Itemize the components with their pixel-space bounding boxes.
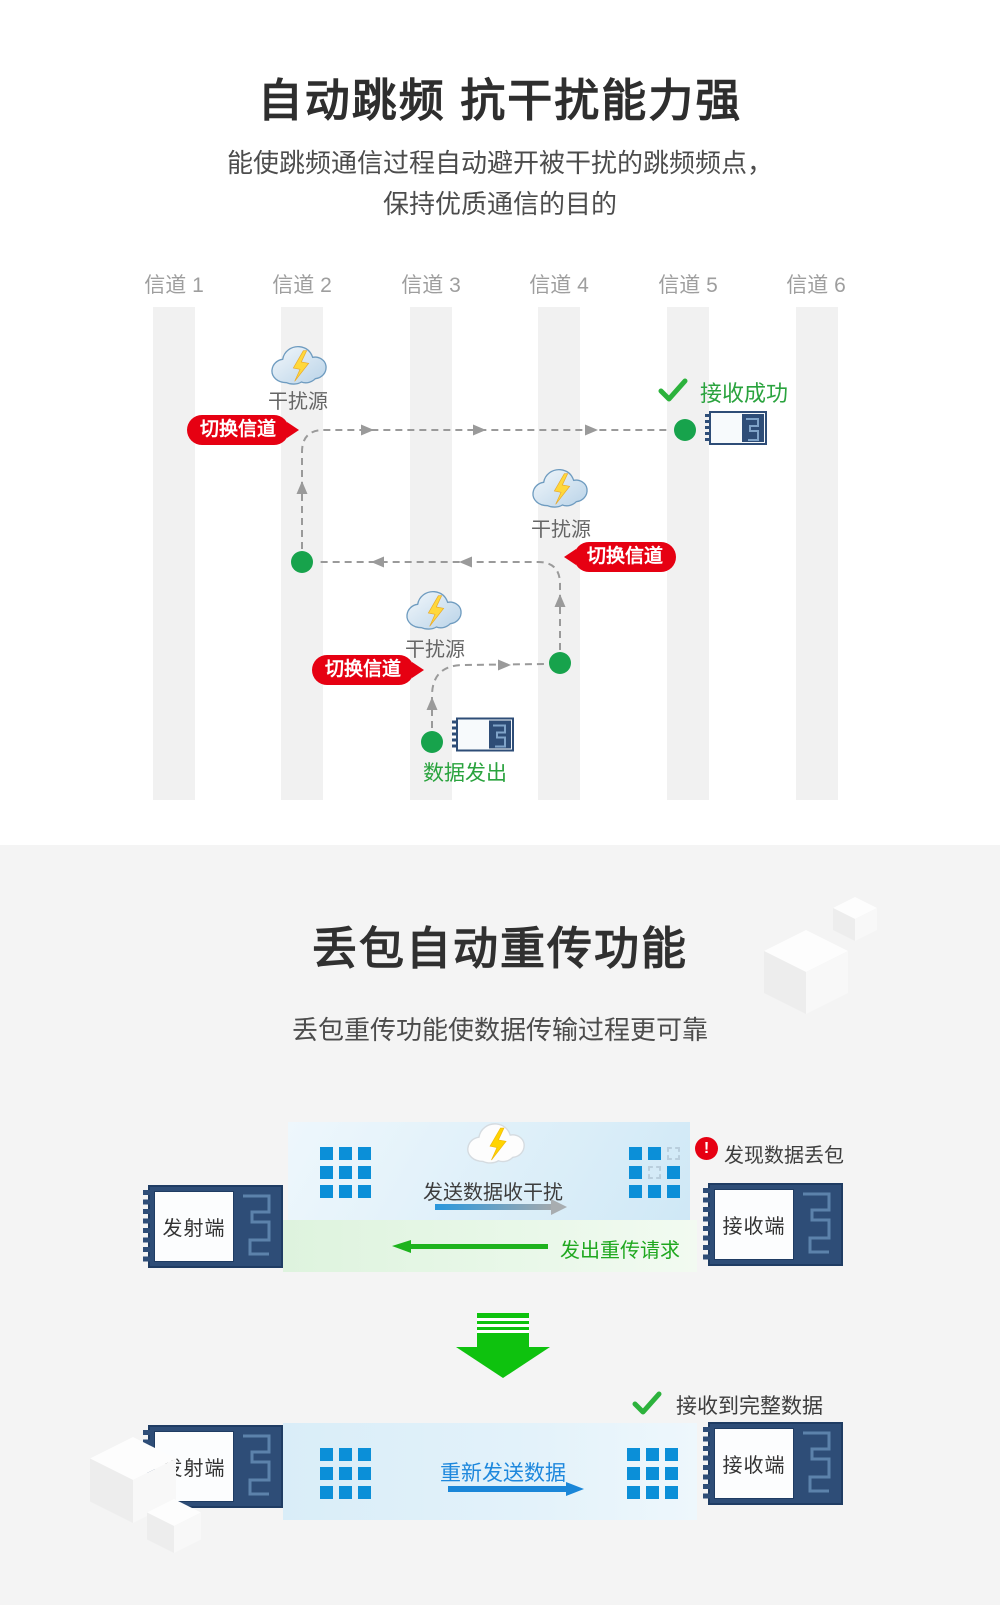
module-pins [703, 1427, 710, 1500]
switch-channel-badge-2: 切换信道 [574, 542, 677, 572]
interference-label-2: 干扰源 [531, 519, 591, 541]
channel-bar-6 [796, 307, 838, 800]
cube-decoration [764, 930, 848, 1014]
data-sent-label: 数据发出 [423, 762, 507, 785]
receiver-module: 接收端 [703, 1422, 843, 1505]
lost-packet-cell [648, 1166, 661, 1179]
switch-channel-badge-3: 切换信道 [312, 655, 415, 685]
receiver-module-label: 接收端 [714, 1189, 794, 1260]
channel-bar-3 [410, 307, 452, 800]
section1-subtitle-line2: 保持优质通信的目的 [382, 189, 617, 219]
receiver-module: 接收端 [703, 1183, 843, 1266]
switch-channel-label: 切换信道 [325, 659, 402, 680]
resend-arrow-icon [448, 1482, 584, 1497]
data-grid-resent [320, 1448, 371, 1499]
channel-bar-1 [153, 307, 195, 800]
module-pins [143, 1190, 150, 1263]
channel-label-1: 信道 1 [144, 274, 204, 297]
switch-channel-label: 切换信道 [587, 546, 664, 567]
cloud-lightning-icon [532, 468, 588, 508]
module-pins [703, 1188, 710, 1261]
retransmit-request-label: 发出重传请求 [560, 1240, 680, 1262]
receive-success-label: 接收成功 [700, 381, 789, 406]
cloud-lightning-icon [406, 590, 462, 630]
big-down-arrow-icon [456, 1313, 550, 1378]
channel-label-3: 信道 3 [401, 274, 461, 297]
transmitter-module: 发射端 [143, 1185, 283, 1268]
channel-label-2: 信道 2 [272, 274, 332, 297]
cube-decoration [833, 897, 877, 941]
channel-label-6: 信道 6 [786, 274, 846, 297]
receiver-chip-icon [705, 411, 767, 445]
section2-title: 丢包自动重传功能 [311, 923, 688, 974]
section1-title: 自动跳频 抗干扰能力强 [257, 75, 743, 126]
hop-path-3 [301, 429, 671, 549]
section2-subtitle: 丢包重传功能使数据传输过程更可靠 [291, 1015, 708, 1045]
transmitter-module-label: 发射端 [154, 1191, 234, 1262]
check-icon [632, 1391, 662, 1415]
interference-label-1: 干扰源 [268, 391, 328, 413]
antenna-trace-icon [243, 1194, 271, 1256]
antenna-trace-icon [803, 1431, 831, 1493]
complete-data-label: 接收到完整数据 [676, 1395, 823, 1418]
receiver-module-label: 接收端 [714, 1428, 794, 1499]
channel-label-4: 信道 4 [529, 274, 589, 297]
cloud-lightning-icon [467, 1123, 525, 1164]
transmitter-chip-icon [452, 717, 514, 752]
data-grid-sent [320, 1147, 371, 1198]
cube-decoration [147, 1499, 201, 1553]
retransmit-arrow-icon [392, 1240, 552, 1254]
switch-channel-badge-1: 切换信道 [187, 415, 290, 445]
send-interference-label: 发送数据收干扰 [423, 1182, 563, 1204]
cloud-lightning-icon [271, 345, 327, 385]
data-grid-lossy [629, 1147, 680, 1198]
switch-channel-label: 切换信道 [200, 419, 277, 440]
packet-loss-label: 发现数据丢包 [724, 1145, 844, 1167]
exclamation-icon: ! [695, 1137, 718, 1160]
resend-data-label: 重新发送数据 [440, 1462, 566, 1485]
channel-label-5: 信道 5 [658, 274, 718, 297]
data-grid-complete [627, 1448, 678, 1499]
check-icon [658, 378, 688, 402]
antenna-trace-icon [803, 1192, 831, 1254]
antenna-trace-icon [243, 1434, 271, 1496]
section1-subtitle-line1: 能使跳频通信过程自动避开被干扰的跳频频点， [226, 148, 773, 178]
fade-arrow-icon [435, 1199, 568, 1215]
hop-points [291, 419, 696, 753]
lost-packet-cell [667, 1147, 680, 1160]
interference-label-3: 干扰源 [405, 639, 465, 661]
